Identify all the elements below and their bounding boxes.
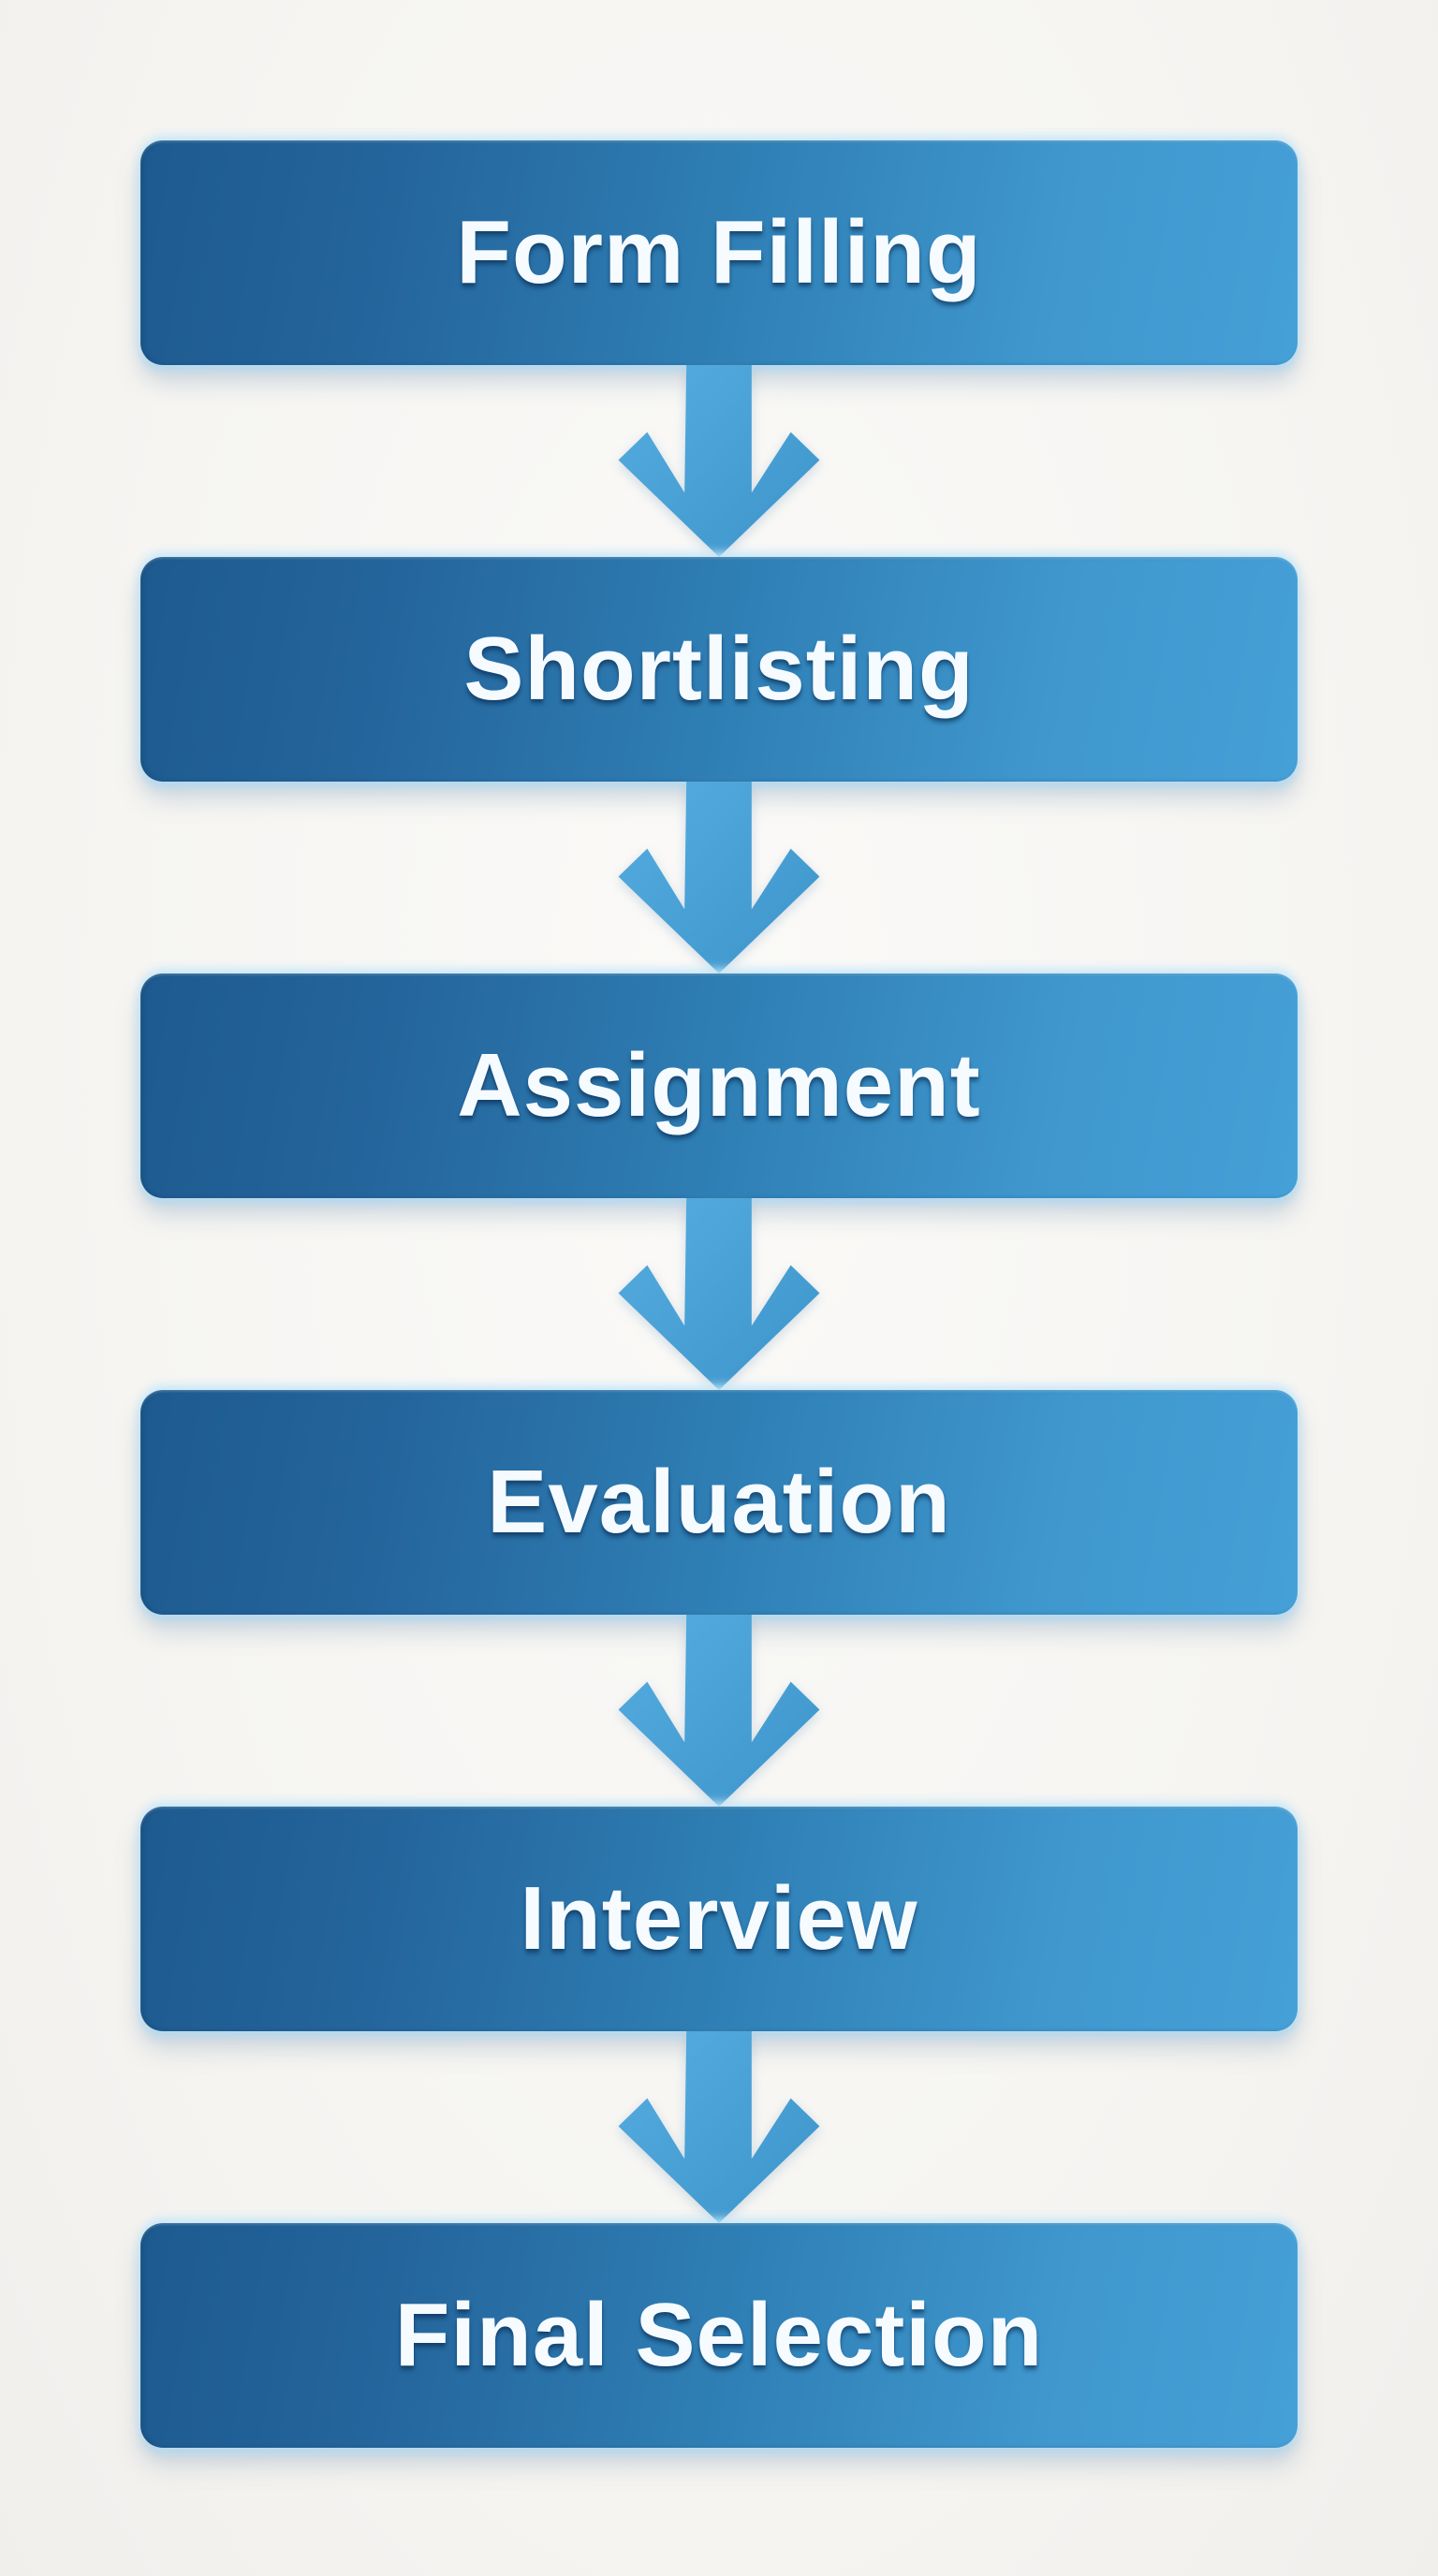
step-label-interview: Interview: [520, 1868, 918, 1969]
down-arrow-icon: [618, 1615, 820, 1807]
down-arrow-icon: [618, 1198, 820, 1390]
step-label-final-selection: Final Selection: [394, 2285, 1044, 2385]
down-arrow-icon: [618, 782, 820, 973]
step-box-form-filling: Form Filling: [140, 140, 1298, 365]
step-label-shortlisting: Shortlisting: [463, 619, 975, 719]
step-label-assignment: Assignment: [457, 1035, 981, 1135]
step-box-evaluation: Evaluation: [140, 1390, 1298, 1615]
step-box-interview: Interview: [140, 1807, 1298, 2031]
down-arrow-icon: [618, 365, 820, 557]
step-box-shortlisting: Shortlisting: [140, 557, 1298, 782]
down-arrow-icon: [618, 2031, 820, 2223]
step-box-assignment: Assignment: [140, 973, 1298, 1198]
step-label-form-filling: Form Filling: [456, 202, 982, 302]
step-label-evaluation: Evaluation: [487, 1452, 951, 1552]
step-box-final-selection: Final Selection: [140, 2223, 1298, 2448]
